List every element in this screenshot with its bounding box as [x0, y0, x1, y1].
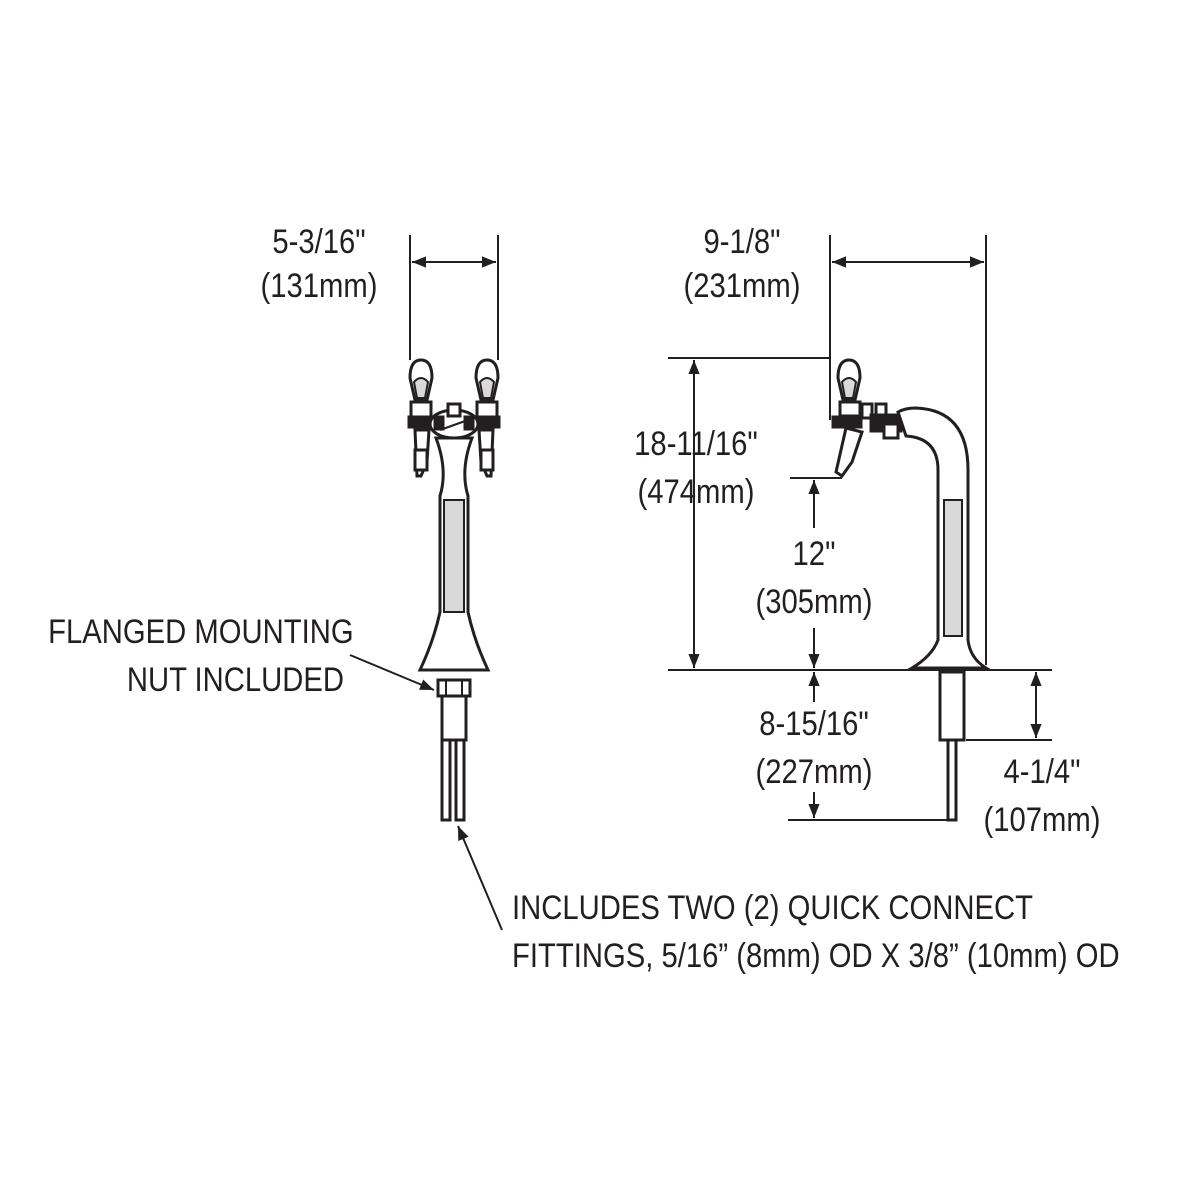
fittings-callout-line1: INCLUDES TWO (2) QUICK CONNECT — [512, 889, 1033, 927]
right-faucet — [473, 400, 501, 478]
side-tap-handle — [836, 358, 862, 402]
side-tube — [946, 738, 958, 822]
mounting-nut-leader — [349, 654, 435, 691]
side-gooseneck-tower — [896, 406, 992, 670]
left-tap-handle — [408, 358, 434, 402]
side-depth-mm: (231mm) — [683, 267, 801, 305]
spout-clearance-mm: (305mm) — [755, 583, 873, 621]
counter-thickness-mm: (107mm) — [983, 801, 1101, 839]
side-shank — [938, 670, 966, 742]
overall-height-mm: (474mm) — [637, 473, 755, 511]
mounting-nut-callout-line1: FLANGED MOUNTING — [48, 613, 354, 651]
side-faucet — [831, 400, 903, 479]
mounting-nut-callout-line2: NUT INCLUDED — [126, 661, 344, 699]
side-depth-inches: 9-1/8" — [703, 223, 781, 261]
front-view-tower — [349, 235, 503, 931]
shank-length-mm: (227mm) — [755, 753, 873, 791]
fittings-leader — [457, 825, 503, 931]
counter-thickness-inches: 4-1/4" — [1003, 753, 1081, 791]
left-faucet — [407, 400, 435, 478]
front-tube-right — [454, 738, 466, 822]
front-width-mm: (131mm) — [260, 267, 378, 305]
side-view-tower — [668, 235, 1052, 822]
shank-length-inches: 8-15/16" — [759, 705, 869, 743]
right-tap-handle — [474, 358, 500, 402]
front-manifold — [428, 402, 480, 440]
front-shank — [440, 694, 468, 742]
front-tube-left — [440, 738, 452, 822]
flanged-mounting-nut — [436, 678, 472, 698]
spout-clearance-inches: 12" — [792, 535, 836, 573]
overall-height-inches: 18-11/16" — [634, 425, 758, 463]
fittings-callout-line2: FITTINGS, 5/16” (8mm) OD X 3/8” (10mm) O… — [512, 937, 1120, 975]
front-width-inches: 5-3/16" — [272, 223, 366, 261]
